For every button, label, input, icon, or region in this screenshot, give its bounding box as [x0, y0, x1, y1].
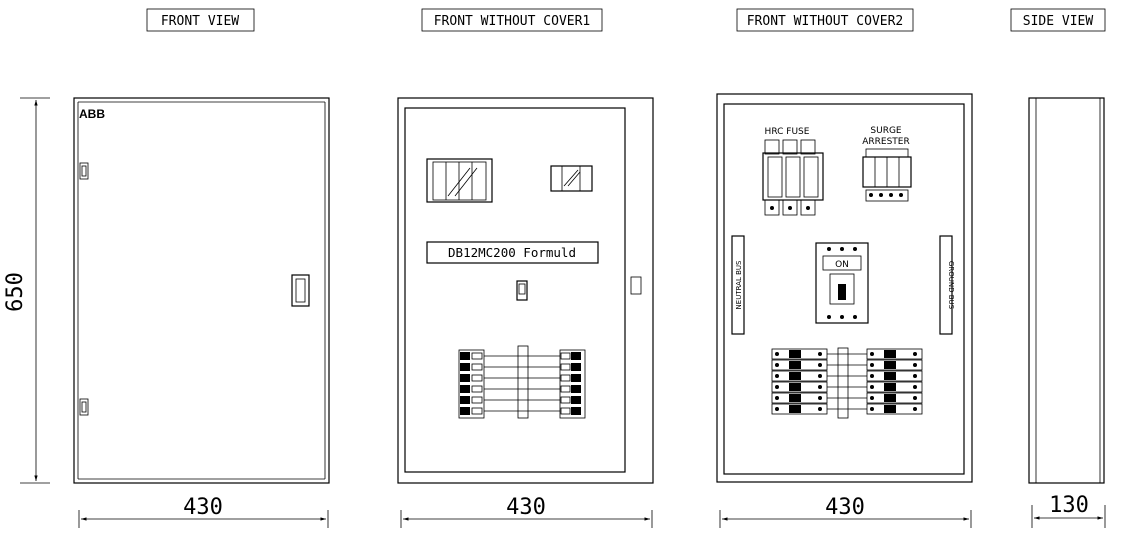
mcb-left-5 [460, 407, 470, 415]
dimension-width-1: 430 [78, 495, 329, 528]
mcb-right-3 [571, 385, 581, 393]
surge-arrester-block [862, 148, 912, 202]
mcb2-left-1 [789, 361, 801, 369]
hrc-fuse-block [762, 139, 824, 216]
svg-text:DB12MC200 Formuld: DB12MC200 Formuld [448, 245, 576, 260]
dimension-depth: 130 [1031, 493, 1106, 528]
hinge-top [79, 162, 89, 180]
indicator [516, 280, 528, 301]
svg-text:ON: ON [835, 260, 849, 270]
hinge-bottom [79, 398, 89, 416]
hrc-fuse-label: HRC FUSE [765, 127, 810, 137]
mcb2-left-3 [789, 383, 801, 391]
mcb-left-3 [460, 385, 470, 393]
dimension-width-3: 430 [719, 495, 972, 528]
mcb-left-2 [460, 374, 470, 382]
mcb-right-5 [571, 407, 581, 415]
title-side-view: SIDE VIEW [1010, 8, 1106, 32]
mcb2-right-2 [884, 372, 896, 380]
dimension-height: 650 [3, 97, 50, 484]
surge-cutout [550, 165, 593, 192]
surge-label-1: SURGE [870, 126, 902, 136]
door-handle [291, 274, 310, 307]
surge-label-2: ARRESTER [862, 137, 910, 147]
title-front-view: FRONT VIEW [146, 8, 255, 32]
mcb2-right-5 [884, 405, 896, 413]
svg-text:430: 430 [825, 495, 865, 520]
title-front-without-cover2: FRONT WITHOUT COVER2 [736, 8, 914, 32]
ground-bus: GROUND BUS [939, 235, 955, 335]
mcb-left-1 [460, 363, 470, 371]
mcb2-left-5 [789, 405, 801, 413]
mcb-right-2 [571, 374, 581, 382]
title-front-without-cover1: FRONT WITHOUT COVER1 [421, 8, 603, 32]
mcb2-right-1 [884, 361, 896, 369]
svg-text:650: 650 [3, 272, 28, 312]
side-view-enclosure [1028, 97, 1105, 484]
svg-text:130: 130 [1049, 493, 1089, 518]
main-breaker: ON [815, 242, 869, 324]
mcb2-left-0 [789, 350, 801, 358]
mcb-right-0 [571, 352, 581, 360]
cover2-enclosure: HRC FUSE SURGE ARRESTER [716, 93, 973, 483]
mcb2-right-3 [884, 383, 896, 391]
breaker-cutout [426, 158, 493, 203]
svg-text:NEUTRAL BUS: NEUTRAL BUS [735, 260, 743, 309]
mcb2-left-4 [789, 394, 801, 402]
latch [630, 276, 642, 295]
svg-text:FRONT WITHOUT COVER2: FRONT WITHOUT COVER2 [747, 14, 904, 29]
svg-text:430: 430 [506, 495, 546, 520]
front-view-enclosure: ABB [73, 97, 330, 484]
mcb2-right-4 [884, 394, 896, 402]
svg-text:430: 430 [183, 495, 223, 520]
nameplate [426, 241, 599, 264]
svg-text:FRONT VIEW: FRONT VIEW [161, 14, 239, 29]
svg-text:FRONT WITHOUT COVER1: FRONT WITHOUT COVER1 [434, 14, 591, 29]
mcb-left-0 [460, 352, 470, 360]
mcb-right-1 [571, 363, 581, 371]
abb-logo: ABB [79, 107, 105, 121]
mcb2-left-2 [789, 372, 801, 380]
cover1-mcb-rows [458, 345, 586, 419]
svg-text:SIDE VIEW: SIDE VIEW [1023, 14, 1094, 29]
svg-text:GROUND BUS: GROUND BUS [947, 261, 955, 310]
dimension-width-2: 430 [400, 495, 653, 528]
mcb2-right-0 [884, 350, 896, 358]
mcb-right-4 [571, 396, 581, 404]
neutral-bus: NEUTRAL BUS [731, 235, 745, 335]
mcb-left-4 [460, 396, 470, 404]
cover1-enclosure: DB12MC200 Formuld [397, 97, 654, 484]
